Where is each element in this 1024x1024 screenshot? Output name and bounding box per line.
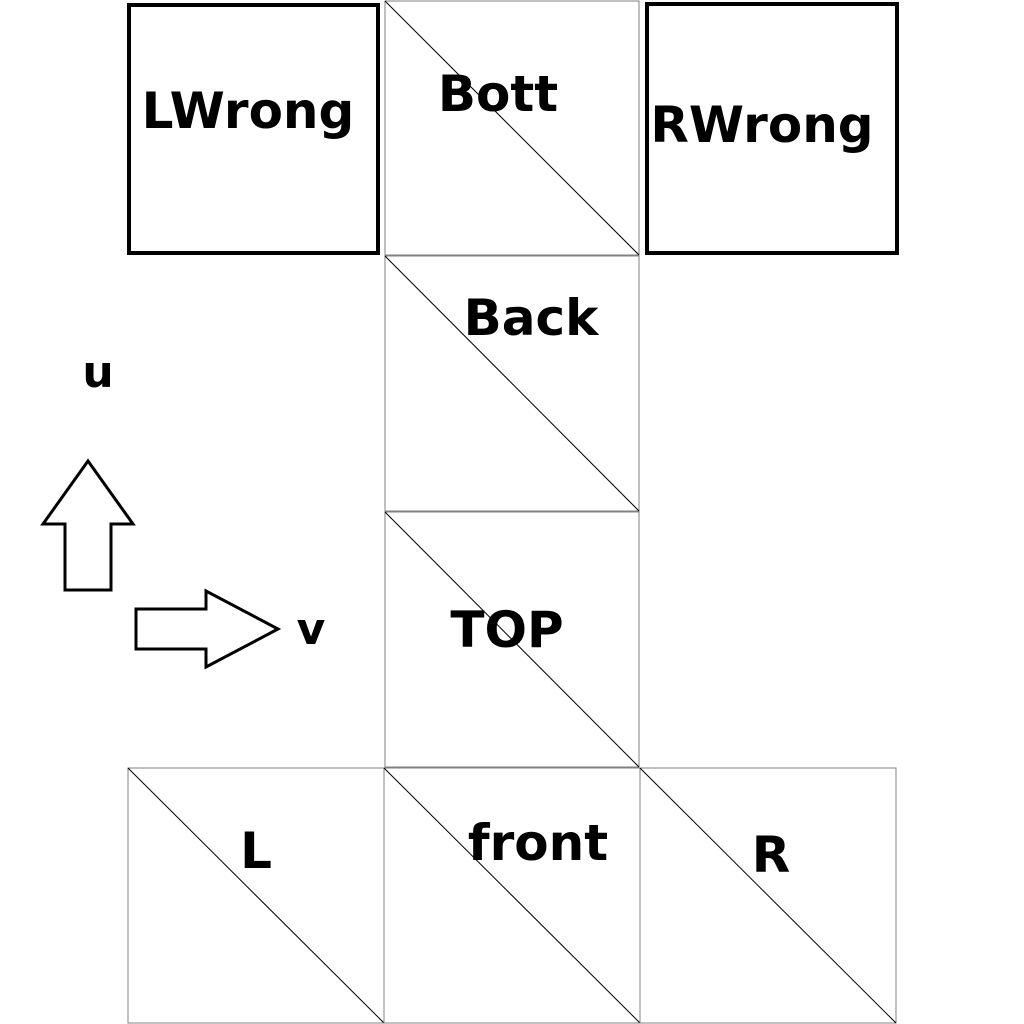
- face-left-diagonal: [127, 767, 385, 1024]
- face-bottom-diagonal: [384, 0, 640, 256]
- face-left-wrong-label: LWrong: [142, 82, 355, 140]
- arrow-right-icon: [134, 588, 282, 670]
- face-left-label: L: [240, 822, 272, 880]
- face-right-diagonal: [639, 767, 897, 1024]
- face-bottom-label: Bott: [438, 65, 558, 123]
- face-bottom: Bott: [384, 0, 640, 256]
- face-left-wrong-box: [127, 3, 380, 255]
- face-left-wrong: LWrong: [127, 3, 380, 255]
- face-front-label: front: [468, 814, 608, 872]
- face-top-diagonal: [384, 511, 640, 768]
- face-top-label: TOP: [450, 601, 563, 659]
- axis-u-label: u: [82, 347, 113, 398]
- arrow-up-icon: [40, 458, 136, 592]
- axis-v-label: v: [297, 604, 326, 655]
- face-right-wrong-box: [645, 2, 899, 255]
- face-front: front: [383, 767, 641, 1024]
- face-back-diagonal: [384, 255, 640, 512]
- axis-v: v: [134, 588, 326, 670]
- axis-u: u: [40, 347, 136, 592]
- face-back-label: Back: [464, 289, 600, 347]
- face-right-label: R: [752, 826, 791, 884]
- face-back: Back: [384, 255, 640, 512]
- face-top: TOP: [384, 511, 640, 768]
- face-front-diagonal: [383, 767, 641, 1024]
- face-right: R: [639, 767, 897, 1024]
- face-left: L: [127, 767, 385, 1024]
- face-right-wrong-label: RWrong: [650, 96, 873, 154]
- face-right-wrong: RWrong: [645, 2, 899, 255]
